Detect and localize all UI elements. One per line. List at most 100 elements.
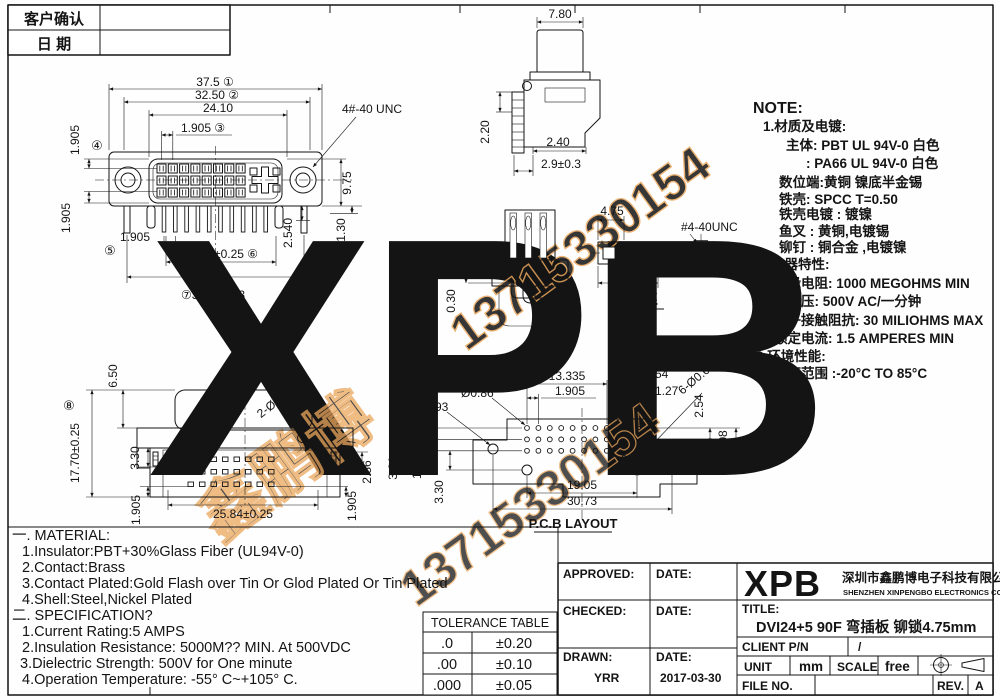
- scale-label: SCALE: [837, 660, 878, 674]
- material-line: 3.Dielectric Strength: 500V for One minu…: [20, 656, 292, 672]
- dim-side-foot: 2.40: [546, 135, 570, 149]
- client-pn-label: CLIENT P/N: [742, 640, 809, 654]
- note-line: 数位端:黄铜 镍底半金锡: [779, 174, 923, 190]
- dim-pcb-left-v: 3.81: [386, 456, 400, 480]
- note-line: 绝缘电阻: 1000 MEGOHMS MIN: [774, 275, 970, 291]
- dim-front-pitch-top: 1.905 ③: [181, 121, 225, 135]
- material-spec-block: 一. MATERIAL: 1.Insulator:PBT+30%Glass Fi…: [12, 528, 448, 688]
- client-pn-value: /: [858, 640, 862, 654]
- tolerance-title: TOLERANCE TABLE: [431, 616, 549, 630]
- screw-view: 4.75 11.8 #4-40UNC 螺丝: [591, 204, 738, 310]
- dim-pcb-span-top: 13.335: [549, 369, 586, 383]
- tolerance-value: ±0.05: [496, 678, 532, 694]
- tolerance-digits: .0: [441, 636, 453, 652]
- tolerance-digits: .000: [433, 678, 461, 694]
- dim-front-span-pins: 19.05±0.25 ⑥: [184, 247, 258, 261]
- file-no-label: FILE NO.: [742, 679, 793, 693]
- dim-top-shell: 6.50: [106, 364, 120, 388]
- checked-date-label: DATE:: [656, 604, 692, 618]
- note-line: 主体: PBT UL 94V-0 白色: [786, 137, 940, 153]
- dim-front-left-upper: 1.905: [68, 125, 82, 155]
- notes-block: NOTE: 1.材质及电镀: 主体: PBT UL 94V-0 白色 : PA6…: [753, 100, 983, 381]
- note-line: 鱼叉 : 黄铜,电镀锡: [779, 223, 890, 239]
- approved-label: APPROVED:: [563, 567, 634, 581]
- dim-top-left-pitch: 1.905: [129, 495, 143, 525]
- dim-section-pin: 0.30: [444, 289, 458, 313]
- dim-pcb-right-v2: 5.08: [716, 430, 730, 454]
- material-line: 1.Current Rating:5 AMPS: [22, 624, 185, 640]
- projection-cone-icon: [961, 658, 985, 672]
- watermark-brand: XPB: [147, 168, 822, 548]
- note-line: 2. 电器特性:: [756, 256, 830, 272]
- dim-front-pin-len: 2.540: [281, 218, 295, 248]
- dim-pcb-left-row: 3.30: [432, 480, 446, 504]
- dim-top-total: 17.70±0.25: [68, 423, 82, 483]
- title-block: APPROVED: DATE: CHECKED: DATE: DRAWN: YR…: [557, 562, 1000, 696]
- note-line: 3.环境性能:: [756, 348, 826, 364]
- tolerance-digits: .00: [437, 657, 457, 673]
- screw-thread-label: #4-40UNC: [681, 220, 738, 234]
- note-line: 额定电流: 1.5 AMPERES MIN: [774, 330, 954, 346]
- notes-title: NOTE:: [753, 100, 803, 117]
- pcb-hole-pin-label: Ø0.86: [461, 386, 494, 400]
- rev-value: A: [975, 679, 984, 693]
- dim-front-width-outer: 37.5 ①: [196, 75, 233, 89]
- dim-pcb-top-right: 2.54: [645, 367, 669, 381]
- dim-pcb-span-locks: 30.73: [567, 494, 597, 508]
- dim-front-pin-len2: 1.30: [334, 218, 348, 242]
- dim-front-width-mid: 32.50 ②: [195, 88, 239, 102]
- front-thread-label: 4#-40 UNC: [342, 102, 402, 116]
- dim-front-left-lower: 1.905: [59, 203, 73, 233]
- material-line: 2.Insulation Resistance: 5000M?? MIN. At…: [22, 640, 351, 656]
- note-line: 铆钉 : 铜合金 ,电镀镍: [779, 239, 907, 255]
- material-line: 2.Contact:Brass: [22, 560, 125, 576]
- note-line: 1.材质及电镀:: [763, 118, 846, 134]
- note-line: 铁壳: SPCC T=0.50: [779, 191, 898, 207]
- tolerance-value: ±0.20: [496, 636, 532, 652]
- material-line: 4.Operation Temperature: -55° C~+105° C.: [22, 672, 298, 688]
- dim-front-height: 9.75: [340, 171, 354, 195]
- drawn-date-value: 2017-03-30: [660, 671, 722, 685]
- pcb-caption: P.C.B LAYOUT: [529, 516, 618, 531]
- dim-pcb-right-v: 2.54: [692, 394, 706, 418]
- dim-screw-length: 11.8: [615, 267, 638, 281]
- drawn-by: YRR: [594, 671, 620, 685]
- note-line: 铁壳电镀 : 镀镍: [779, 206, 872, 222]
- dim-side-left: 2.20: [478, 120, 492, 144]
- note-line: : PA66 UL 94V-0 白色: [806, 155, 939, 171]
- front-view: 37.5 ① 32.50 ② 24.10 1.905 ③ 4#-40 UNC 1…: [59, 75, 402, 302]
- material-line: 二. SPECIFICATION?: [12, 608, 153, 624]
- material-line: 1.Insulator:PBT+30%Glass Fiber (UL94V-0): [22, 544, 304, 560]
- customer-confirm-table: 客户确认 日 期: [7, 4, 231, 56]
- confirm-row2-label: 日 期: [37, 35, 71, 53]
- company-name-en: SHENZHEN XINPENGBO ELECTRONICS CO.LTD: [843, 588, 1000, 597]
- drawing-title: DVI24+5 90F 弯插板 铆锁4.75mm: [756, 618, 976, 636]
- note-line: 端子接触阻抗: 30 MILIOHMS MAX: [774, 312, 983, 328]
- dim-side-top: 7.80: [548, 7, 572, 21]
- dim-pcb-span-bottom: 19.05: [567, 478, 597, 492]
- dim-top-right-pitch: 1.905: [345, 491, 359, 521]
- dim-top-right-row: 2.36: [360, 460, 374, 484]
- material-line: 4.Shell:Steel,Nickel Plated: [22, 592, 192, 608]
- dim-front-pitch-bottom: 1.905: [120, 230, 150, 244]
- approved-date-label: DATE:: [656, 567, 692, 581]
- dim-screw-head: 4.75: [600, 204, 624, 218]
- dim-top-span: 25.84±0.25: [213, 507, 273, 521]
- dim-front-width-inner: 24.10: [203, 101, 233, 115]
- unit-label: UNIT: [744, 660, 773, 674]
- note-line: 温度范围 :-20°C TO 85°C: [774, 365, 927, 381]
- pcb-hole-big-label: 4-Ø1.93: [405, 400, 449, 414]
- note-line: 耐电压: 500V AC/一分钟: [774, 293, 921, 309]
- scale-value: free: [885, 659, 910, 674]
- dim-pcb-pitch: 1.905: [555, 384, 585, 398]
- dim-pcb-left-pitch: 1.905: [410, 449, 424, 479]
- dim-top-row: 3.30: [128, 446, 142, 470]
- balloon-4: ④: [91, 138, 103, 153]
- dim-side-bottom: 2.9±0.3: [541, 157, 581, 171]
- company-logo: XPB: [744, 563, 821, 604]
- rev-label: REV.: [937, 679, 964, 693]
- unit-value: mm: [799, 659, 823, 674]
- tolerance-value: ±0.10: [496, 657, 532, 673]
